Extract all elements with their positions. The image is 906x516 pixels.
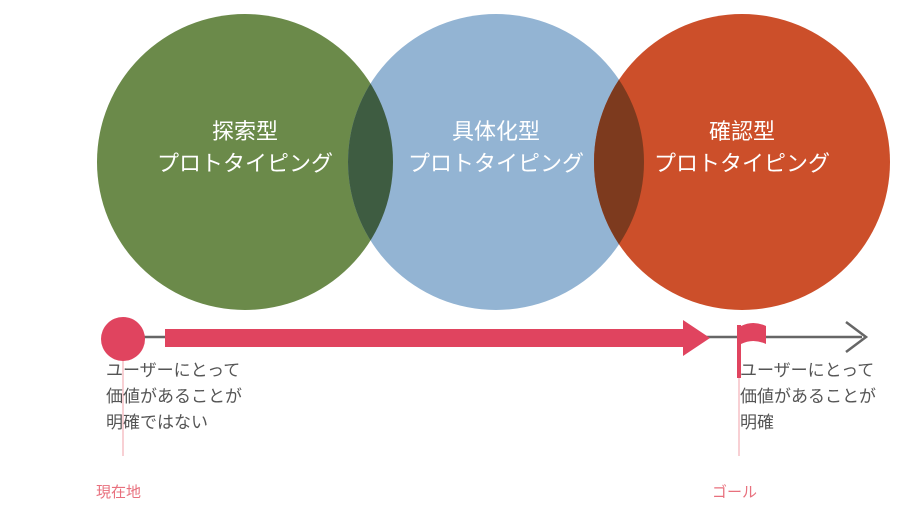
axis-arrowhead-icon <box>845 321 869 353</box>
concretization-subtitle: プロトタイピング <box>407 152 584 177</box>
exploratory-label: 探索型 プロトタイピング <box>125 117 365 181</box>
concretization-circle <box>348 14 644 310</box>
confirmation-circle <box>594 14 890 310</box>
goal-note-line: ユーザーにとって <box>740 361 875 381</box>
start-note-line: 明確ではない <box>106 413 208 433</box>
exploratory-title: 探索型 <box>211 120 278 145</box>
goal-label: ゴール <box>712 483 758 501</box>
goal-note-line: 明確 <box>740 413 774 433</box>
exploratory-circle <box>97 14 393 310</box>
goal-note: ユーザーにとって 価値があることが 明確 <box>740 358 876 436</box>
start-note-line: 価値があることが <box>106 387 242 407</box>
confirmation-subtitle: プロトタイピング <box>653 152 830 177</box>
concretization-label: 具体化型 プロトタイピング <box>376 117 616 181</box>
confirmation-label: 確認型 プロトタイピング <box>622 117 862 181</box>
progress-bar <box>165 329 685 347</box>
confirmation-title: 確認型 <box>708 120 775 145</box>
start-note-line: ユーザーにとって <box>106 361 241 381</box>
current-position-dot <box>101 317 145 361</box>
exploratory-subtitle: プロトタイピング <box>156 152 333 177</box>
start-note: ユーザーにとって 価値があることが 明確ではない <box>106 358 242 436</box>
goal-note-line: 価値があることが <box>740 387 876 407</box>
progress-arrowhead-icon <box>683 320 710 356</box>
current-position-label: 現在地 <box>96 483 142 501</box>
concretization-title: 具体化型 <box>451 120 540 145</box>
goal-flag-icon <box>741 323 766 344</box>
